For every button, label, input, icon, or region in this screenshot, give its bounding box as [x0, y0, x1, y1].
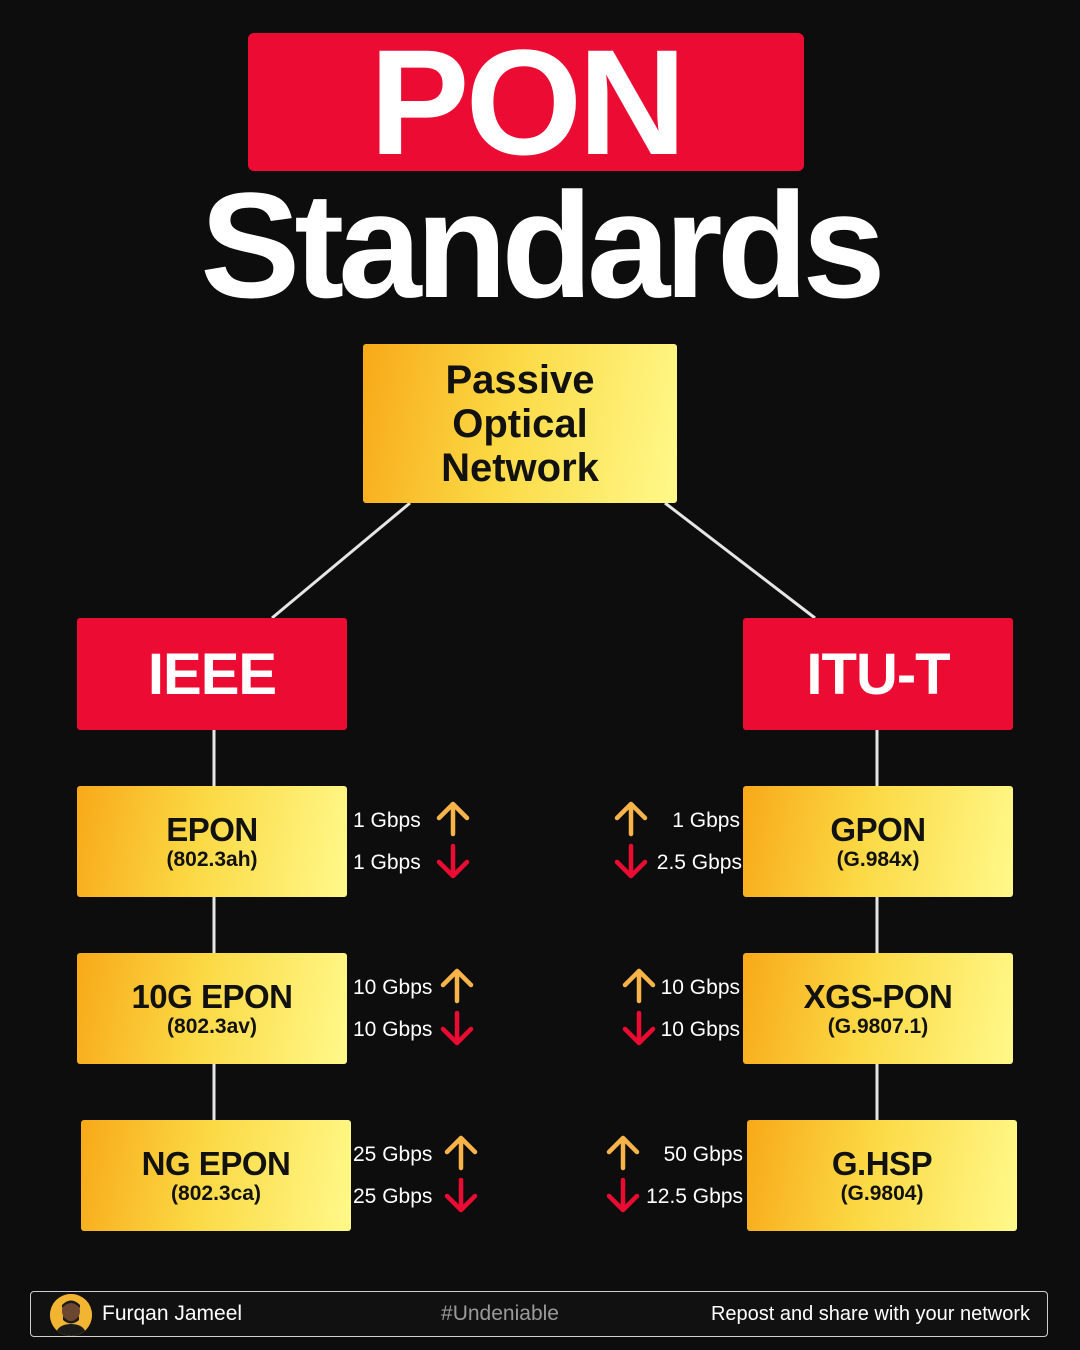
standard-name: NG EPON: [141, 1144, 291, 1182]
author-name[interactable]: Furqan Jameel: [102, 1302, 243, 1325]
arrow-down-icon: [444, 1177, 478, 1213]
speed-downstream-ng-epon: 25 Gbps: [353, 1185, 433, 1208]
root-line-2: Optical: [452, 401, 588, 446]
speed-downstream-xgs-pon: 10 Gbps: [660, 1018, 740, 1041]
arrow-down-icon: [440, 1010, 474, 1046]
arrow-down-icon: [622, 1010, 656, 1046]
connector-root-ieee: [271, 501, 411, 620]
speed-downstream-epon: 1 Gbps: [353, 851, 421, 874]
title-pon: PON: [248, 27, 804, 177]
standard-code: (G.9807.1): [827, 1014, 929, 1038]
speed-downstream-10g-epon: 10 Gbps: [353, 1018, 433, 1041]
root-line-3: Network: [441, 445, 599, 490]
standard-10g-epon: 10G EPON (802.3av): [77, 953, 347, 1064]
standard-xgs-pon: XGS-PON (G.9807.1): [743, 953, 1013, 1064]
standard-code: (G.9804): [840, 1181, 924, 1205]
standard-name: 10G EPON: [131, 977, 293, 1015]
speed-upstream-10g-epon: 10 Gbps: [353, 976, 433, 999]
author-avatar[interactable]: [50, 1294, 92, 1336]
category-ieee: IEEE: [77, 618, 347, 730]
standard-gpon: GPON (G.984x): [743, 786, 1013, 897]
root-node-passive-optical-network: Passive Optical Network: [363, 344, 677, 503]
arrow-up-icon: [436, 801, 470, 837]
footer-bar: [30, 1291, 1048, 1337]
hashtag: #Undeniable: [441, 1302, 559, 1325]
speed-downstream-gpon: 2.5 Gbps: [656, 851, 742, 874]
avatar-portrait-icon: [50, 1294, 92, 1336]
standard-name: EPON: [166, 810, 258, 848]
arrow-up-icon: [614, 801, 648, 837]
arrow-up-icon: [440, 968, 474, 1004]
speed-upstream-epon: 1 Gbps: [353, 809, 421, 832]
arrow-up-icon: [606, 1135, 640, 1171]
connector-root-itu: [664, 501, 816, 620]
speed-upstream-ng-epon: 25 Gbps: [353, 1143, 433, 1166]
standard-name: GPON: [830, 810, 926, 848]
standard-code: (802.3ah): [166, 847, 258, 871]
speed-upstream-g-hsp: 50 Gbps: [663, 1143, 743, 1166]
arrow-down-icon: [614, 843, 648, 879]
repost-cta: Repost and share with your network: [710, 1303, 1030, 1325]
speed-downstream-g-hsp: 12.5 Gbps: [646, 1185, 743, 1208]
arrow-down-icon: [436, 843, 470, 879]
standard-ng-epon: NG EPON (802.3ca): [81, 1120, 351, 1231]
standard-code: (802.3ca): [171, 1181, 261, 1205]
standard-code: (802.3av): [167, 1014, 257, 1038]
arrow-down-icon: [606, 1177, 640, 1213]
standard-g-hsp: G.HSP (G.9804): [747, 1120, 1017, 1231]
arrow-up-icon: [444, 1135, 478, 1171]
arrow-up-icon: [622, 968, 656, 1004]
root-line-1: Passive: [445, 357, 595, 402]
standard-name: G.HSP: [831, 1144, 933, 1182]
standard-name: XGS-PON: [803, 977, 953, 1015]
standard-epon: EPON (802.3ah): [77, 786, 347, 897]
speed-upstream-xgs-pon: 10 Gbps: [660, 976, 740, 999]
speed-upstream-gpon: 1 Gbps: [672, 809, 740, 832]
standard-code: (G.984x): [836, 847, 920, 871]
category-itu-t: ITU-T: [743, 618, 1013, 730]
title-standards: Standards: [200, 161, 886, 329]
